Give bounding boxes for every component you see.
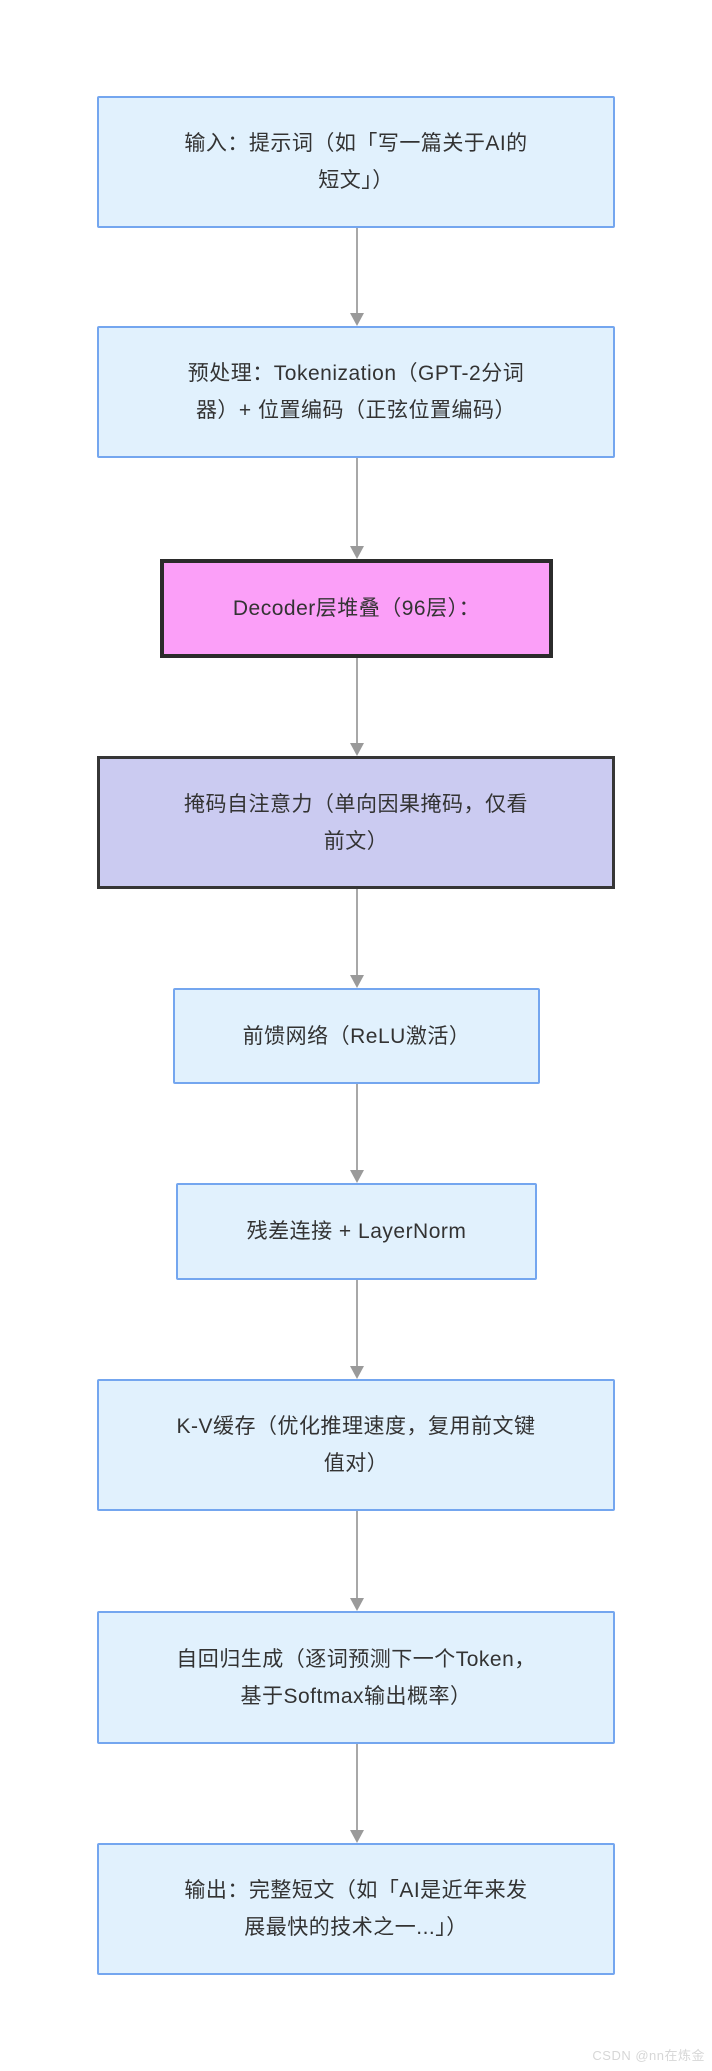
arrow-down-icon [349, 458, 364, 559]
arrow-down-icon [349, 1511, 364, 1611]
arrow-down-icon [349, 658, 364, 756]
node-output: 输出：完整短文（如「AI是近年来发 展最快的技术之一...」） [97, 1843, 615, 1975]
arrow-shaft [355, 228, 358, 316]
node-decoder-stack: Decoder层堆叠（96层）： [160, 559, 553, 658]
arrow-head [349, 313, 364, 326]
arrow-head [349, 975, 364, 988]
node-residual-layernorm: 残差连接 + LayerNorm [176, 1183, 537, 1280]
arrow-down-icon [349, 1084, 364, 1183]
arrow-down-icon [349, 1744, 364, 1843]
arrow-down-icon [349, 889, 364, 988]
arrow-head [349, 546, 364, 559]
watermark: CSDN @nn在炼金 [592, 2048, 705, 2063]
arrow-shaft [355, 658, 358, 746]
arrow-shaft [355, 889, 358, 978]
node-kv-cache: K-V缓存（优化推理速度，复用前文键 值对） [97, 1379, 615, 1511]
node-masked-self-attention: 掩码自注意力（单向因果掩码，仅看 前文） [97, 756, 615, 889]
arrow-down-icon [349, 228, 364, 326]
arrow-head [349, 1366, 364, 1379]
arrow-down-icon [349, 1280, 364, 1379]
arrow-shaft [355, 1744, 358, 1833]
node-feed-forward: 前馈网络（ReLU激活） [173, 988, 540, 1084]
arrow-head [349, 1598, 364, 1611]
arrow-shaft [355, 1280, 358, 1369]
node-autoregressive-generation: 自回归生成（逐词预测下一个Token， 基于Softmax输出概率） [97, 1611, 615, 1744]
arrow-head [349, 1170, 364, 1183]
arrow-shaft [355, 458, 358, 549]
arrow-shaft [355, 1511, 358, 1601]
node-preprocess: 预处理：Tokenization（GPT-2分词 器）+ 位置编码（正弦位置编码… [97, 326, 615, 458]
arrow-shaft [355, 1084, 358, 1173]
node-input: 输入：提示词（如「写一篇关于AI的 短文」） [97, 96, 615, 228]
arrow-head [349, 1830, 364, 1843]
arrow-head [349, 743, 364, 756]
